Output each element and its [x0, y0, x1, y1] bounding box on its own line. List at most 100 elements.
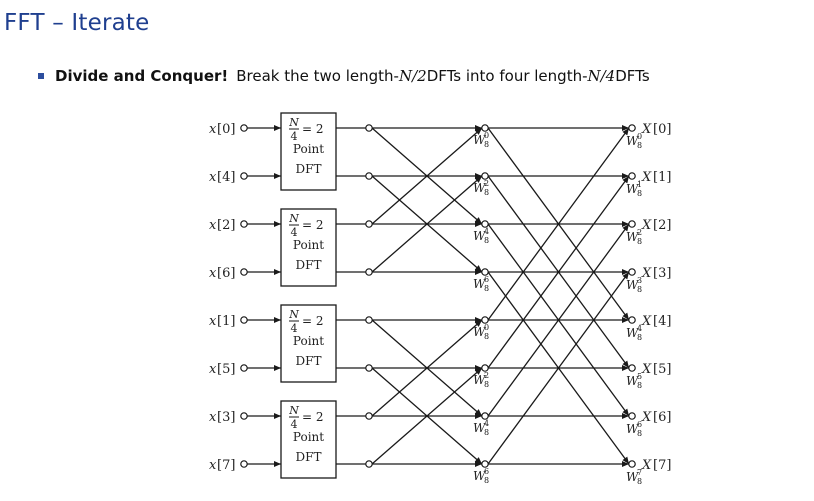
bullet-square-icon [38, 73, 44, 79]
output-label: X[6] [641, 410, 671, 425]
twiddle-exponent: 0 [484, 131, 489, 140]
stage2-node [481, 172, 489, 180]
output-index: [7] [653, 458, 671, 473]
dft-label-point: Point [293, 142, 324, 156]
output-index: [3] [653, 266, 671, 281]
twiddle-exponent: 2 [484, 179, 489, 188]
twiddle-subscript: 8 [637, 429, 642, 438]
stage2-twiddle: W68 [473, 467, 489, 485]
output-label: X[2] [641, 218, 671, 233]
stage1-node [365, 316, 373, 324]
dft-label-point: Point [293, 238, 324, 252]
output-symbol: X [641, 218, 652, 233]
dft-denominator: 4 [291, 130, 298, 143]
twiddle-subscript: 8 [637, 285, 642, 294]
input-symbol: x [209, 170, 217, 185]
twiddle-base: W [473, 277, 487, 291]
input-symbol: x [209, 458, 217, 473]
output-label: X[4] [641, 314, 671, 329]
output-index: [1] [653, 170, 671, 185]
twiddle-base: W [473, 469, 487, 483]
input-symbol: x [209, 410, 217, 425]
input-node [240, 172, 248, 180]
dft-denominator: 4 [291, 322, 298, 335]
arrow-head [622, 456, 629, 464]
arrow-head [622, 461, 629, 467]
stage3-twiddle: W28 [626, 228, 642, 246]
input-symbol: x [209, 362, 217, 377]
twiddle-exponent: 6 [637, 420, 642, 429]
arrow-head [622, 125, 629, 131]
output-node [628, 268, 636, 276]
twiddle-base: W [473, 181, 487, 195]
output-node [628, 364, 636, 372]
stage3-twiddle: W68 [626, 420, 642, 438]
output-index: [4] [653, 314, 671, 329]
twiddle-base: W [626, 374, 640, 388]
dft-denominator: 4 [291, 418, 298, 431]
twiddle-subscript: 8 [637, 381, 642, 390]
output-symbol: X [641, 122, 652, 137]
input-node [240, 460, 248, 468]
arrow-head [622, 269, 629, 275]
arrow-head [622, 176, 629, 184]
stage2-cross-wire [371, 367, 483, 465]
twiddle-subscript: 8 [637, 237, 642, 246]
input-node [240, 316, 248, 324]
twiddle-exponent: 0 [637, 132, 642, 141]
arrow-head [622, 365, 629, 371]
output-label: X[5] [641, 362, 671, 377]
input-label: x[5] [209, 362, 235, 377]
twiddle-subscript: 8 [484, 236, 489, 245]
stage3-cross-wire [487, 127, 630, 321]
arrow-head [474, 265, 482, 272]
stage1-node [365, 364, 373, 372]
node-layer [240, 124, 636, 468]
bullet-text-1: Break the two length- [236, 67, 399, 85]
twiddle-base: W [473, 133, 487, 147]
arrow-head [622, 413, 629, 419]
stage2-node [481, 268, 489, 276]
arrow-head [274, 221, 281, 227]
stage2-twiddle: W48 [473, 227, 489, 245]
output-node [628, 220, 636, 228]
twiddle-exponent: 4 [484, 227, 489, 236]
twiddle-subscript: 8 [637, 333, 642, 342]
stage2-twiddle: W48 [473, 419, 489, 437]
bullet-text-2: DFTs into four length- [426, 67, 588, 85]
output-node [628, 316, 636, 324]
input-label: x[7] [209, 458, 235, 473]
output-node [628, 460, 636, 468]
bullet-lead: Divide and Conquer! [55, 67, 229, 85]
arrow-head [274, 413, 281, 419]
stage2-cross-wire [371, 319, 483, 417]
input-index: [3] [217, 410, 235, 425]
twiddle-base: W [473, 325, 487, 339]
twiddle-base: W [626, 182, 640, 196]
stage1-node [365, 124, 373, 132]
slide-title: FFT – Iterate [4, 10, 150, 36]
dft-numerator: N [288, 308, 299, 321]
arrow-head [475, 221, 482, 227]
arrow-head [474, 128, 482, 135]
stage3-cross-wire [487, 271, 630, 465]
dft-block-box [280, 208, 337, 287]
stage2-node [481, 124, 489, 132]
arrow-head [622, 173, 629, 179]
output-symbol: X [641, 170, 652, 185]
stage3-twiddle: W08 [626, 132, 642, 150]
stage2-node [481, 412, 489, 420]
input-symbol: x [209, 122, 217, 137]
stage3-twiddle: W58 [626, 372, 642, 390]
arrow-head [622, 128, 629, 136]
dft-label-dft: DFT [296, 450, 322, 464]
stage3-twiddle: W78 [626, 468, 642, 486]
twiddle-exponent: 0 [484, 323, 489, 332]
arrow-head [474, 217, 482, 224]
stage1-node [365, 412, 373, 420]
input-index: [2] [217, 218, 235, 233]
bullet-math-1: N/2 [398, 67, 427, 85]
twiddle-exponent: 1 [637, 180, 642, 189]
output-symbol: X [641, 266, 652, 281]
